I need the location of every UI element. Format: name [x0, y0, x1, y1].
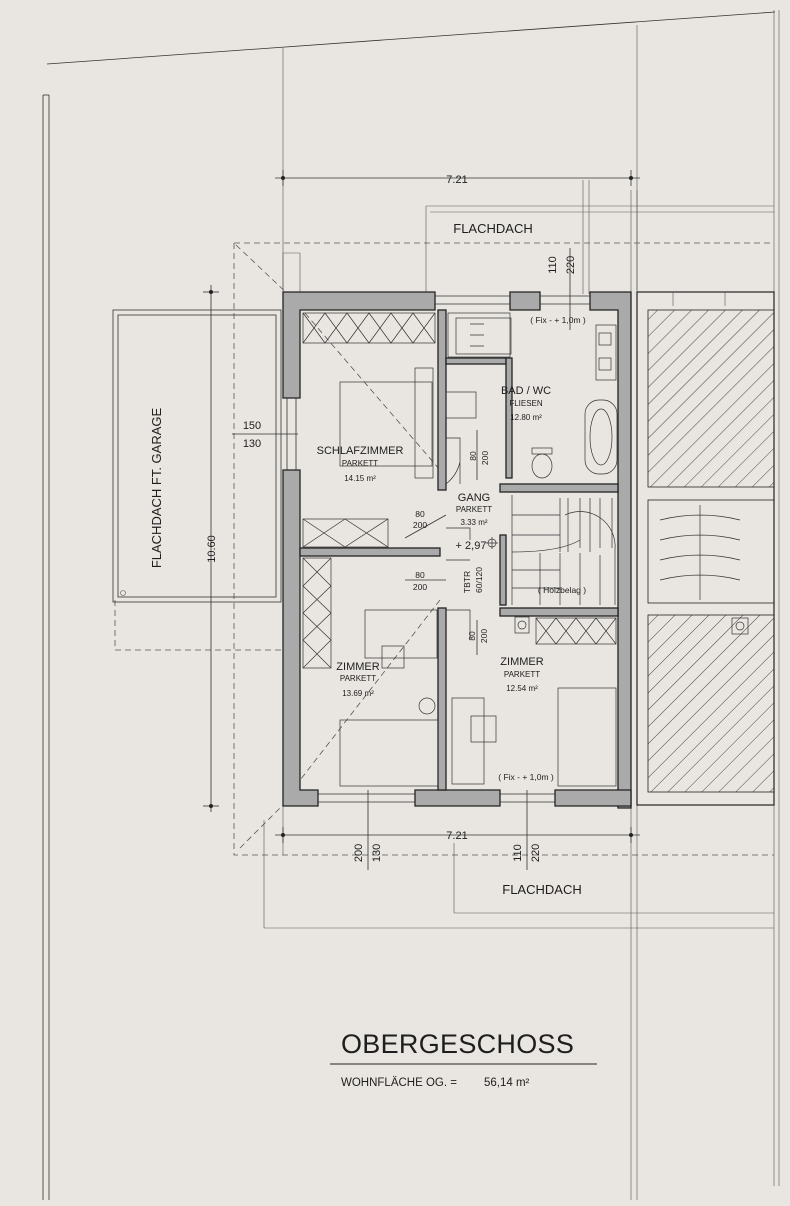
room-floor: PARKETT [456, 505, 492, 514]
room-area: 12.80 m² [510, 413, 542, 422]
note-tbtr-a: TBTR [462, 571, 472, 593]
note-tbtr-b: 60/120 [474, 567, 484, 593]
dim-door-zimmer2-b: 200 [479, 629, 489, 643]
dim-window-bottom-a: 200 [353, 844, 365, 862]
garage-roof: FLACHDACH FT. GARAGE [112, 309, 282, 603]
dim-window-left-b: 130 [243, 438, 261, 450]
dim-door-zimmer2-a: 80 [467, 631, 477, 641]
room-name: ZIMMER [336, 661, 379, 673]
windows [286, 295, 590, 803]
dim-window-bottom-c: 110 [512, 844, 524, 862]
dim-window-top-b: 220 [565, 256, 577, 274]
room-name: GANG [458, 492, 490, 504]
room-name: SCHLAFZIMMER [317, 445, 404, 457]
roof-outline-dashed [114, 242, 774, 856]
dim-door-schlaf-b: 200 [413, 520, 427, 530]
dim-window-top-a: 110 [547, 256, 559, 274]
dim-window-bottom-b: 130 [371, 844, 383, 862]
room-name: ZIMMER [500, 656, 543, 668]
room-gang: GANG PARKETT 3.33 m² [456, 492, 492, 527]
room-area: 3.33 m² [460, 518, 487, 527]
dim-door-schlaf-a: 80 [415, 509, 425, 519]
dim-height-left: 10.60 [206, 535, 218, 563]
room-zimmer-2: ZIMMER PARKETT 12.54 m² [500, 656, 543, 693]
garage-roof-label: FLACHDACH FT. GARAGE [149, 407, 164, 568]
roof-label-bottom: FLACHDACH [502, 882, 581, 897]
dim-door-bad-a: 80 [468, 451, 478, 461]
dim-door-zimmer-b: 200 [413, 582, 427, 592]
area-value: 56,14 m² [484, 1077, 530, 1089]
room-floor: FLIESEN [509, 399, 543, 408]
room-area: 14.15 m² [344, 474, 376, 483]
dim-window-left-a: 150 [243, 420, 261, 432]
room-area: 12.54 m² [506, 684, 538, 693]
room-floor: PARKETT [340, 674, 376, 683]
area-label: WOHNFLÄCHE OG. = [341, 1077, 457, 1089]
note-stair: ( Holzbelag ) [538, 585, 586, 595]
dim-door-zimmer-a: 80 [415, 570, 425, 580]
dimension-lines [203, 170, 640, 870]
dim-width-bottom: 7.21 [446, 830, 467, 842]
dim-door-bad-b: 200 [480, 451, 490, 465]
neighbour-house [636, 291, 775, 806]
dim-width-top: 7.21 [446, 174, 467, 186]
room-bad-wc: BAD / WC FLIESEN 12.80 m² [501, 385, 551, 422]
room-schlafzimmer: SCHLAFZIMMER PARKETT 14.15 m² [317, 445, 404, 483]
plan-title: OBERGESCHOSS [341, 1029, 574, 1059]
room-floor: PARKETT [342, 459, 378, 468]
title-block: OBERGESCHOSS WOHNFLÄCHE OG. = 56,14 m² [330, 1029, 597, 1089]
room-floor: PARKETT [504, 670, 540, 679]
construction-lines [42, 10, 780, 1200]
note-level: + 2,97 [456, 540, 487, 552]
room-area: 13.69 m² [342, 689, 374, 698]
note-fix-top: ( Fix - + 1,0m ) [530, 315, 586, 325]
roof-label-top: FLACHDACH [453, 221, 532, 236]
furniture [302, 312, 618, 787]
note-fix-bottom: ( Fix - + 1,0m ) [498, 772, 554, 782]
room-zimmer-1: ZIMMER PARKETT 13.69 m² [336, 661, 379, 698]
room-name: BAD / WC [501, 385, 551, 397]
doors [445, 437, 471, 640]
dim-window-bottom-d: 220 [530, 844, 542, 862]
walls [282, 291, 632, 809]
